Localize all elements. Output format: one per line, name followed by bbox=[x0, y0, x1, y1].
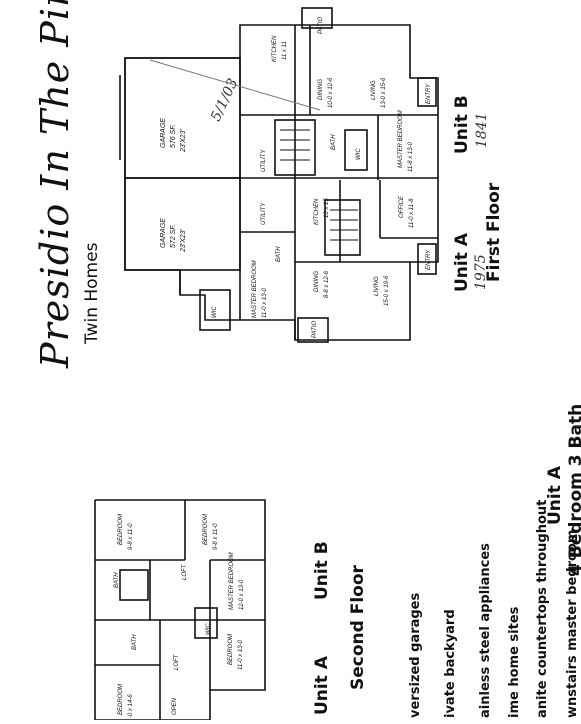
dining-a-label: DINING bbox=[314, 271, 320, 292]
second-floor-unit-a-label: Unit A bbox=[312, 656, 332, 715]
utility-a-label: UTILITY bbox=[261, 202, 267, 225]
entry-b-label: ENTRY bbox=[426, 83, 432, 104]
dining-b-label: DINING bbox=[318, 79, 324, 100]
patio-bottom-label: PATIO bbox=[312, 321, 318, 338]
master-a-label: MASTER BEDROOM bbox=[252, 260, 258, 318]
living-a-dim: 15-0 x 19-6 bbox=[384, 275, 390, 306]
living-b-label: LIVING bbox=[371, 80, 377, 100]
bath-b-label: BATH bbox=[331, 134, 337, 150]
second-floor-label: Second Floor bbox=[348, 565, 368, 690]
feature-5: anite countertops throughout bbox=[535, 499, 550, 718]
dining-b-dim: 10-0 x 12-6 bbox=[328, 77, 334, 108]
wic-b-label: WIC bbox=[356, 148, 362, 160]
patio-top-label: PATIO bbox=[318, 17, 324, 34]
garage-b-sf: 576 SF. bbox=[170, 124, 177, 148]
master-b-dim: 11-8 x 13-0 bbox=[408, 141, 414, 172]
feature-3: ainless steel appliances bbox=[478, 543, 493, 718]
master-b2-dim: 12-0 x 13-0 bbox=[239, 579, 245, 610]
unit-a-summary-label: Unit A bbox=[545, 466, 565, 525]
kitchen-b-label: KITCHEN bbox=[272, 35, 278, 62]
living-b-dim: 13-0 x 15-6 bbox=[381, 77, 387, 108]
loft-a-label: LOFT bbox=[174, 653, 180, 670]
garage-b-dim: 23'X23' bbox=[180, 128, 187, 153]
feature-1: versized garages bbox=[408, 592, 423, 718]
bedroom-1-label: BEDROOM bbox=[118, 514, 124, 545]
bath-a2-label: BATH bbox=[132, 634, 138, 650]
bedroom-a-label: BEDROOM bbox=[228, 634, 234, 665]
feature-2: ivate backyard bbox=[443, 609, 458, 718]
wic-a-label: WIC bbox=[212, 306, 218, 318]
bath-b2-label: BATH bbox=[114, 572, 120, 588]
office-a-dim: 11-0 x 11-8 bbox=[409, 198, 415, 228]
bedroom-1-dim: 9-8 x 11-0 bbox=[128, 523, 134, 550]
master-b2-label: MASTER BEDROOM bbox=[229, 552, 235, 610]
master-a-dim: 11-0 x 13-0 bbox=[262, 287, 268, 318]
kitchen-a-label: KITCHEN bbox=[314, 198, 320, 225]
garage-a-dim: 23'X23' bbox=[180, 228, 187, 253]
second-floor-unit-b-label: Unit B bbox=[312, 541, 332, 600]
bedroom-a-dim: 11-0 x 13-0 bbox=[238, 639, 244, 670]
open-label: OPEN bbox=[172, 697, 178, 715]
entry-a-label: ENTRY bbox=[426, 249, 432, 270]
feature-4: ime home sites bbox=[507, 606, 522, 718]
bath-a-label: BATH bbox=[276, 246, 282, 262]
garage-b-label: GARAGE bbox=[160, 118, 167, 148]
bedroom-2-dim: 9-8 x 11-0 bbox=[213, 523, 219, 550]
living-a-label: LIVING bbox=[374, 276, 380, 296]
garage-a-sf: 572 SF. bbox=[170, 224, 177, 248]
unit-a-summary-detail: 4 Bedroom 3 Bath bbox=[566, 403, 581, 576]
kitchen-a-dim: 10 x 15 bbox=[324, 198, 330, 218]
office-a-label: OFFICE bbox=[399, 195, 405, 218]
bedroom-a2-label: BEDROOM bbox=[118, 684, 124, 715]
bedroom-a2-dim: -0 x 14-6 bbox=[128, 694, 134, 718]
master-b-label: MASTER BEDROOM bbox=[398, 110, 404, 168]
utility-b-label: UTILITY bbox=[261, 149, 267, 172]
wic-b2-label: WIC bbox=[206, 623, 212, 635]
dining-a-dim: 8-8 x 12-6 bbox=[324, 270, 330, 298]
bedroom-2-label: BEDROOM bbox=[203, 514, 209, 545]
loft-b-label: LOFT bbox=[182, 563, 188, 580]
garage-a-label: GARAGE bbox=[160, 218, 167, 248]
kitchen-b-dim: 11 x 11 bbox=[282, 41, 288, 60]
